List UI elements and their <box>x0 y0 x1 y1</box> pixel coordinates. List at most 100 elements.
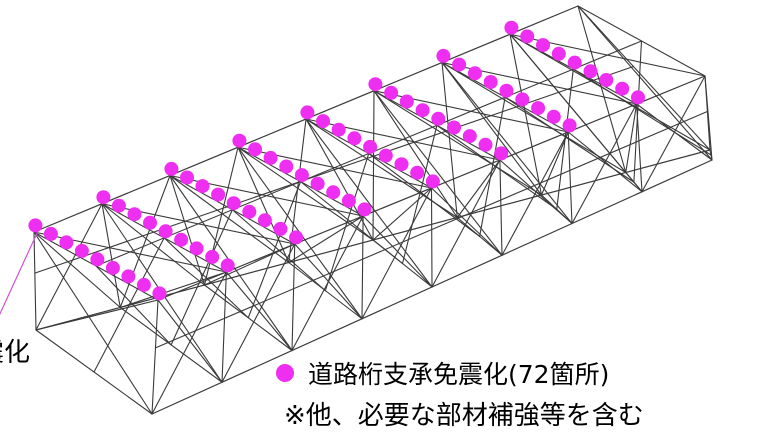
post-back <box>101 203 121 309</box>
callout-pointer-line <box>0 230 39 316</box>
bearing-marker <box>551 46 566 61</box>
post-back <box>169 174 206 286</box>
portal-brace <box>373 90 503 256</box>
bearing-marker <box>310 176 325 191</box>
brace-back <box>577 5 627 174</box>
portal-brace <box>372 187 433 241</box>
internal-brace <box>572 68 712 156</box>
bearing-marker <box>96 190 111 205</box>
post-front <box>430 187 433 288</box>
internal-brace <box>504 96 635 183</box>
brace-front <box>361 187 433 320</box>
post-front <box>567 131 573 225</box>
bearing-marker <box>599 73 614 87</box>
portal-brace <box>540 131 569 196</box>
bearing-marker <box>341 193 356 208</box>
bearing-markers <box>28 20 645 301</box>
internal-brace <box>401 124 438 265</box>
post-back <box>237 146 290 264</box>
bearing-marker <box>174 232 189 247</box>
bearing-marker <box>378 148 393 163</box>
internal-brace <box>479 96 506 237</box>
brace-back <box>101 203 206 286</box>
bearing-marker <box>180 170 194 185</box>
bearing-marker <box>158 224 173 239</box>
bearing-marker <box>425 174 440 189</box>
bearing-marker <box>273 221 288 236</box>
bearing-marker <box>257 213 272 228</box>
post-back <box>373 90 458 219</box>
bearing-marker <box>583 64 598 79</box>
bearing-marker <box>90 252 105 267</box>
portal-brace <box>203 243 296 286</box>
seismic-isolation-label-partial: 震化 <box>0 338 31 368</box>
bearing-marker <box>195 179 210 194</box>
post-front <box>499 159 503 256</box>
bearing-marker <box>483 75 498 89</box>
bearing-marker <box>520 29 535 44</box>
bearing-marker <box>127 207 142 222</box>
bearing-marker <box>331 122 346 137</box>
legend: 道路桁支承免震化(72箇所) <box>276 355 609 391</box>
bearing-marker <box>384 85 399 100</box>
bearing-marker <box>143 215 157 230</box>
brace-front <box>221 243 296 383</box>
post-front <box>151 299 159 415</box>
bearing-marker <box>504 20 519 35</box>
bearing-marker <box>263 150 278 165</box>
bearing-marker <box>289 230 304 245</box>
note-text: ※他、必要な部材補強等を含む <box>284 401 644 431</box>
internal-brace <box>95 265 172 346</box>
bearing-marker <box>220 258 235 273</box>
brace-front <box>431 159 501 288</box>
bearing-marker <box>300 105 315 120</box>
bearing-marker <box>74 243 89 258</box>
bearing-marker <box>567 55 582 70</box>
brace-back <box>35 203 103 331</box>
bearing-marker <box>28 218 43 233</box>
internal-brace <box>324 152 370 292</box>
brace-back <box>441 61 458 219</box>
post-back <box>33 231 37 331</box>
portal-brace <box>441 61 573 225</box>
bearing-marker <box>462 129 477 144</box>
bearing-marker <box>316 114 330 129</box>
bearing-marker <box>211 187 226 202</box>
portal-brace <box>288 215 364 264</box>
bearing-marker <box>546 109 561 124</box>
bearing-marker <box>536 38 550 53</box>
portal-brace <box>704 75 711 151</box>
cross-beam-bottom <box>709 149 713 161</box>
bearing-marker <box>368 77 383 92</box>
bearing-marker <box>357 202 372 217</box>
portal-brace <box>119 271 227 309</box>
internal-brace <box>633 40 643 183</box>
post-back <box>305 118 374 241</box>
bearing-marker <box>136 277 151 292</box>
portal-brace <box>35 299 159 331</box>
bearing-marker <box>631 90 645 105</box>
brace-back <box>373 90 543 196</box>
brace-back <box>169 174 290 264</box>
bearing-marker <box>452 57 467 72</box>
portal-brace <box>305 118 433 288</box>
bearing-marker <box>242 204 257 219</box>
bearing-marker <box>431 111 446 126</box>
post-back <box>577 5 711 151</box>
bearing-marker <box>436 48 451 63</box>
bearing-marker <box>347 131 362 146</box>
bearing-marker <box>562 118 577 133</box>
bearing-marker <box>394 157 409 172</box>
bearing-marker <box>615 81 630 96</box>
truss-structure <box>33 5 713 415</box>
bearing-marker <box>152 286 167 301</box>
bearing-marker <box>326 185 341 200</box>
internal-brace <box>247 181 302 319</box>
post-front <box>291 243 296 352</box>
bearing-marker <box>447 120 461 135</box>
brace-back <box>119 174 171 309</box>
bearing-marker <box>399 94 414 109</box>
internal-brace <box>231 209 326 292</box>
legend-dot-icon <box>276 364 294 382</box>
portal-brace <box>456 159 501 219</box>
